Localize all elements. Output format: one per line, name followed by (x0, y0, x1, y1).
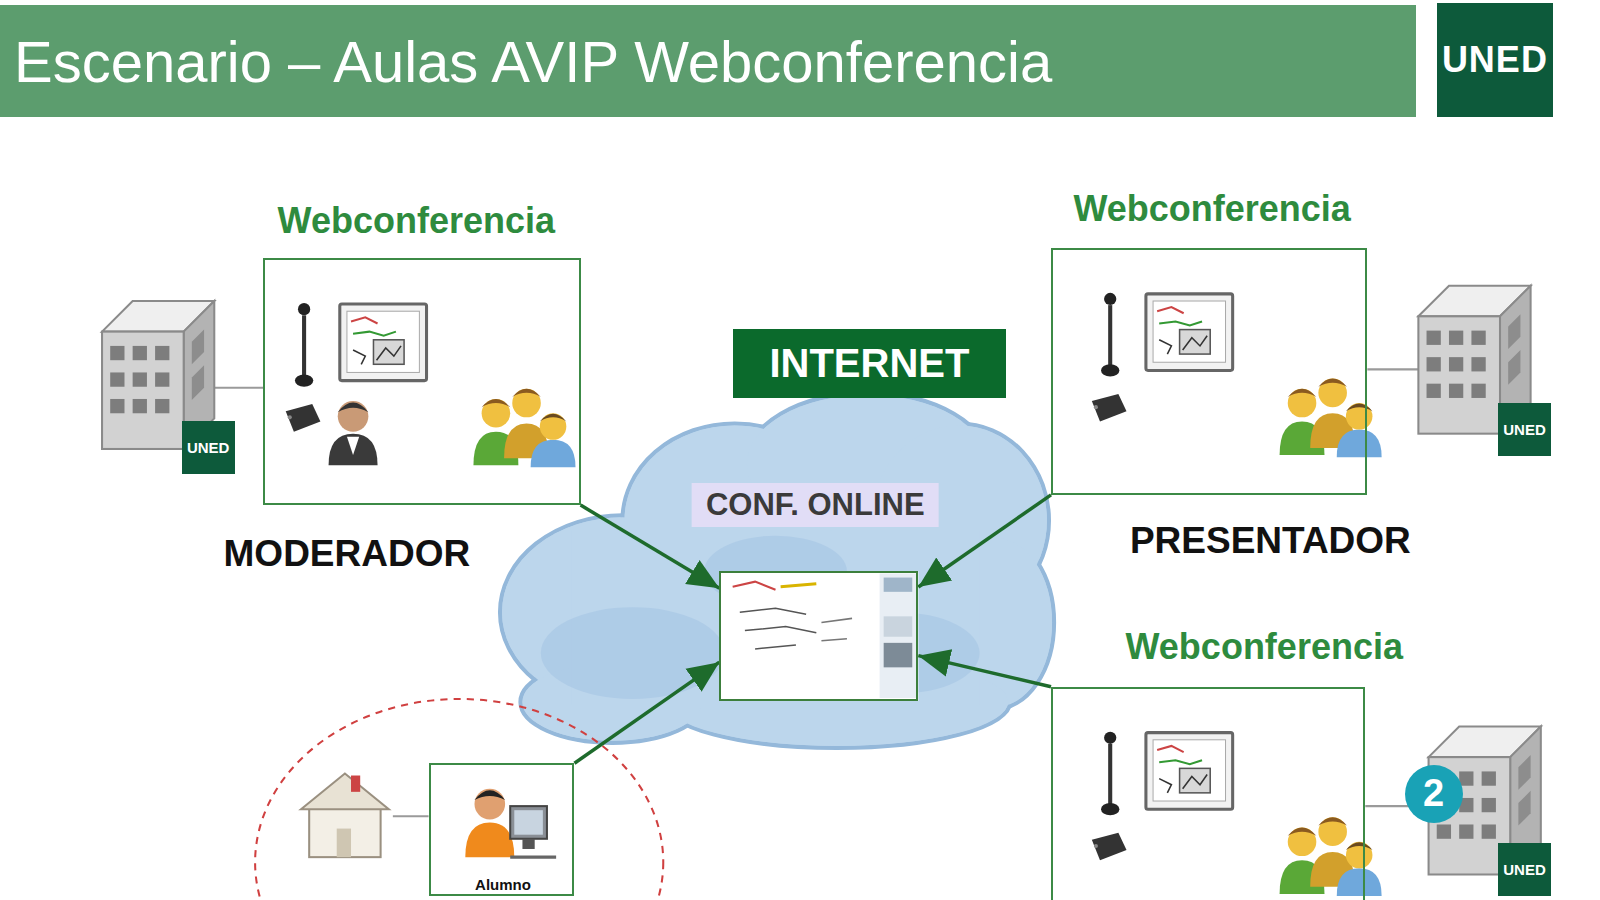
node-label: UNED (187, 439, 230, 456)
online-conference-screen: CONF. ONLINE (719, 571, 918, 701)
internet-label: INTERNET (733, 329, 1006, 398)
node-label: MODERADOR (224, 533, 471, 575)
connection-lines (214, 369, 1428, 816)
webconference-room: WebconferenciaMODERADOR (263, 258, 580, 505)
node-label: CONF. ONLINE (692, 483, 939, 527)
moderator-person (329, 401, 378, 465)
conference-screen (719, 571, 918, 701)
room-heading: Webconferencia (1073, 188, 1350, 230)
logo-badge: UNED (1437, 3, 1553, 117)
classroom-equipment (1092, 293, 1382, 457)
node-label: UNED (1503, 861, 1546, 878)
home-region (255, 699, 663, 900)
arrow-connector (918, 656, 1051, 687)
node-label: INTERNET (769, 341, 969, 386)
title-band: Escenario – Aulas AVIP Webconferencia (0, 5, 1416, 117)
student-figure (465, 789, 556, 857)
diagram-title: Escenario – Aulas AVIP Webconferencia (0, 28, 1052, 95)
internet-cloud (500, 393, 1054, 748)
room-heading: Webconferencia (1126, 626, 1403, 668)
classroom-equipment (286, 303, 576, 467)
webconference-room: WebconferenciaPRESENTADOR (1051, 248, 1367, 495)
webconference-room: Webconferencia (1051, 687, 1365, 900)
classroom-equipment (1092, 732, 1382, 896)
building-badge: UNED (182, 421, 235, 474)
house (301, 773, 389, 857)
channel-watermark: 2 (1405, 765, 1463, 823)
building-badge: UNED (1498, 403, 1551, 456)
building-badge: UNED (1498, 843, 1551, 896)
student-box: Alumno (429, 763, 575, 896)
node-label: UNED (1442, 39, 1548, 81)
node-label: Alumno (475, 875, 531, 892)
room-heading: Webconferencia (278, 200, 555, 242)
node-label: UNED (1503, 421, 1546, 438)
node-label: PRESENTADOR (1130, 520, 1411, 562)
arrow-connector (574, 662, 719, 763)
